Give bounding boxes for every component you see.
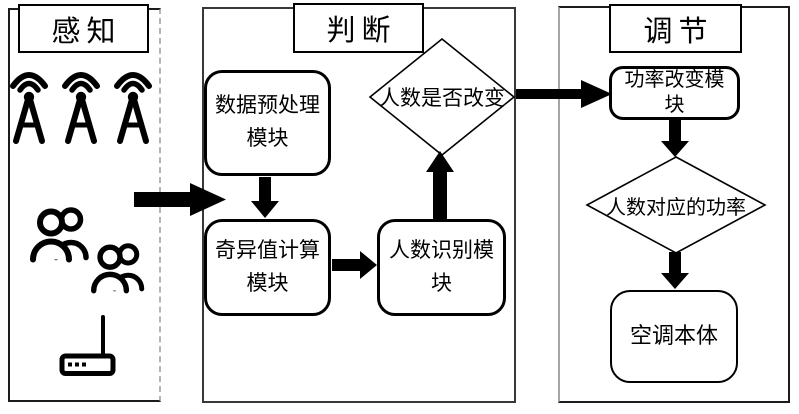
signal-tower-icon	[10, 72, 48, 144]
node-air-conditioner-body: 空调本体	[610, 290, 738, 383]
node-people-count-module: 人数识别模 块	[377, 219, 506, 316]
stage-title-regulation-label: 调节	[643, 15, 714, 48]
node-power-change-line2: 块	[664, 94, 685, 116]
arrow-preprocess-to-svd	[251, 177, 279, 218]
decision-people-changed-label: 人数是否改变	[379, 87, 505, 110]
people-group-icon	[30, 207, 89, 263]
node-power-change-line1: 功率改变模	[624, 69, 725, 91]
node-data-preprocess-module: 数据预处理 模块	[204, 70, 331, 176]
arrow-count-to-decision	[426, 151, 454, 219]
stage-title-perception: 感知	[18, 4, 149, 53]
stage-title-regulation: 调节	[609, 4, 742, 53]
stage-title-perception-label: 感知	[51, 15, 122, 48]
arrow-decision-to-ac	[661, 252, 689, 289]
arrow-svd-to-count	[332, 251, 377, 279]
arrow-decision-to-power	[516, 80, 612, 108]
node-singular-value-line1: 奇异值计算	[215, 238, 320, 262]
signal-tower-icon	[114, 72, 152, 144]
node-data-preprocess-line1: 数据预处理	[215, 94, 320, 118]
arrow-perception-to-judgment	[134, 183, 226, 216]
stage-title-judgment-label: 判断	[326, 15, 397, 47]
node-air-conditioner-label: 空调本体	[629, 323, 718, 349]
node-singular-value-module: 奇异值计算 模块	[204, 219, 331, 316]
node-data-preprocess-line2: 模块	[246, 127, 289, 150]
node-singular-value-line2: 模块	[246, 271, 289, 295]
stage-title-judgment: 判断	[293, 3, 424, 53]
people-group-icon	[91, 243, 145, 294]
signal-tower-icon	[62, 72, 100, 144]
router-icon	[59, 315, 116, 376]
node-power-change-module: 功率改变模 块	[609, 66, 740, 120]
arrow-power-to-decision	[661, 120, 689, 157]
node-people-count-line1: 人数识别模	[389, 238, 494, 262]
decision-power-for-count-label: 人数对应的功率	[606, 196, 746, 219]
node-people-count-line2: 块	[431, 271, 452, 295]
